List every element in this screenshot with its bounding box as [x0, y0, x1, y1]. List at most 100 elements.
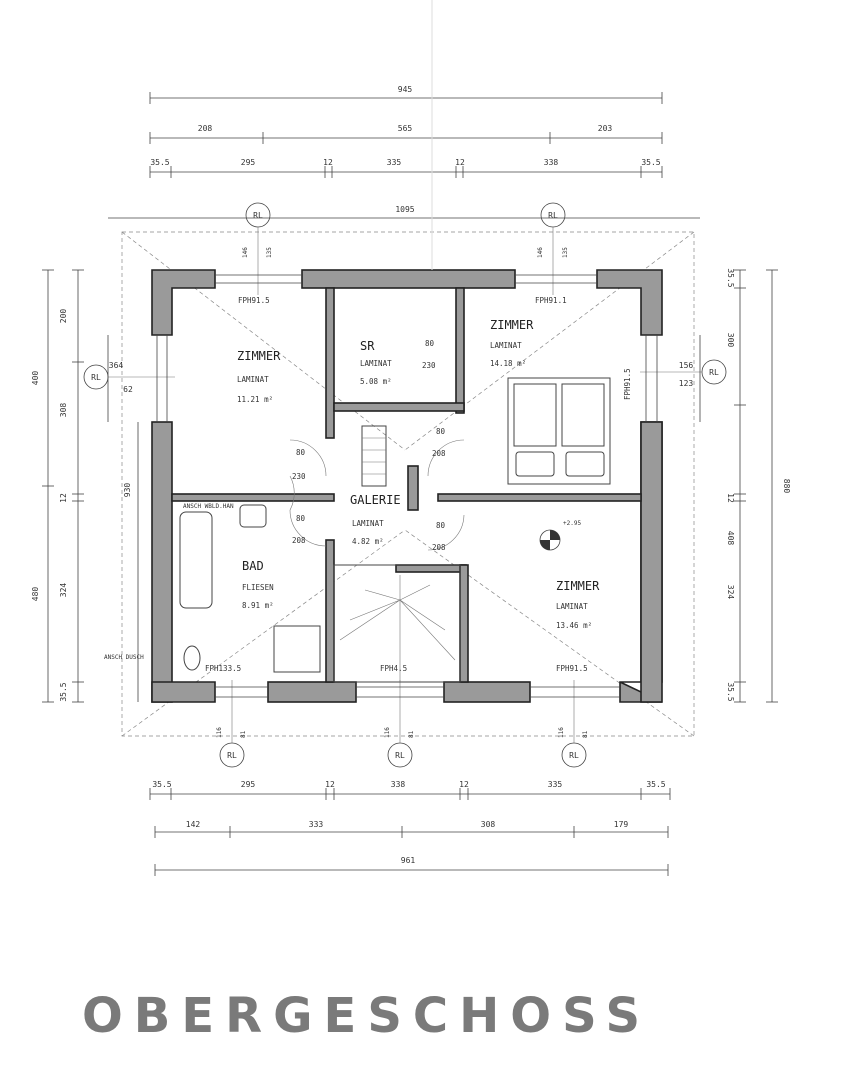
window-mark-9: 81 [582, 730, 589, 738]
fph-right: FPH91.5 [623, 368, 632, 400]
axis-label-1: RL [548, 211, 558, 220]
dim-right-inner-3: 408 [726, 531, 735, 546]
dim-bottom-detail-5: 335 [548, 780, 563, 789]
dim-right-outer: 880 [782, 479, 791, 494]
dim-top-detail-5: 338 [544, 158, 559, 167]
dim-right-inner-2: 12 [726, 493, 735, 503]
window-mark-0: 146 [242, 247, 249, 258]
right-dimension-chains: 880 35.5 300 12 408 324 35.5 156 123 [679, 268, 791, 703]
dim-roof-overall: 1095 [395, 205, 414, 214]
dim-bottom-detail-1: 295 [241, 780, 256, 789]
dim-top-detail-3: 335 [387, 158, 402, 167]
dim-top-detail-4: 12 [455, 158, 465, 167]
window-mark-5: 81 [240, 730, 247, 738]
dim-bottom-mid-3: 179 [614, 820, 629, 829]
dim-bottom-overall: 961 [401, 856, 416, 865]
room-galerie: GALERIE LAMINAT 4.82 m² [350, 493, 401, 546]
window-mark-3: 135 [562, 247, 569, 258]
axis-label-4: RL [227, 751, 237, 760]
dim-bottom-detail-0: 35.5 [152, 780, 171, 789]
fph-stair: FPH4.5 [380, 664, 407, 673]
room-zimmer1-name: ZIMMER [237, 349, 281, 363]
room-zimmer2-name: ZIMMER [490, 318, 534, 332]
bathroom-fixtures [179, 504, 321, 673]
door-dim-2: 80 [436, 427, 446, 436]
window-mark-7: 81 [408, 730, 415, 738]
room-zimmer1-area: 11.21 m² [237, 395, 273, 404]
room-zimmer1: ZIMMER LAMINAT 11.21 m² [237, 349, 281, 404]
dim-right-inner-5: 35.5 [726, 682, 735, 701]
room-zimmer3-name: ZIMMER [556, 579, 600, 593]
room-zimmer3-area: 13.46 m² [556, 621, 592, 630]
dim-top-detail-1: 295 [241, 158, 256, 167]
dim-right-inner-4: 324 [726, 585, 735, 600]
dim-bottom-detail-3: 338 [391, 780, 406, 789]
fph-top-left: FPH91.5 [238, 296, 270, 305]
window-mark-4: 116 [216, 727, 223, 738]
room-bad-area: 8.91 m² [242, 601, 274, 610]
dim-right-inner-1: 300 [726, 333, 735, 348]
axis-label-6: RL [569, 751, 579, 760]
room-sr: SR LAMINAT 5.08 m² 80 230 [360, 339, 436, 386]
floor-title: OBERGESCHOSS [82, 988, 652, 1044]
bed [507, 377, 611, 485]
door-dim-0: 80 [296, 448, 306, 457]
room-sr-area: 5.08 m² [360, 377, 392, 386]
room-sr-dim-a: 80 [425, 339, 435, 348]
dim-right-window-0: 156 [679, 361, 694, 370]
dim-bottom-mid-0: 142 [186, 820, 201, 829]
axis-label-0: RL [253, 211, 263, 220]
walls [151, 269, 663, 703]
dim-top-mid-1: 565 [398, 124, 413, 133]
room-bad: BAD FLIESEN 8.91 m² ANSCH WBLD.HAN ANSCH… [104, 503, 274, 661]
windows [156, 274, 658, 698]
fph-bad: FPH133.5 [205, 664, 241, 673]
door-dim-4: 80 [296, 514, 306, 523]
window-mark-6: 116 [384, 727, 391, 738]
dim-left-wall: 930 [123, 483, 132, 498]
axis-label-5: RL [395, 751, 405, 760]
door-dim-7: 208 [432, 543, 446, 552]
dim-top-mid-0: 208 [198, 124, 213, 133]
stairs [333, 425, 461, 683]
dim-left-inner-2: 12 [59, 493, 68, 503]
dim-left-window-0: 364 [109, 361, 124, 370]
room-galerie-floor: LAMINAT [352, 519, 384, 528]
room-bad-name: BAD [242, 559, 264, 573]
room-zimmer2-area: 14.18 m² [490, 359, 526, 368]
axis-label-2: RL [91, 373, 101, 382]
dim-left-inner-1: 308 [59, 403, 68, 418]
dim-right-window-1: 123 [679, 379, 694, 388]
bottom-dimension-chains: 35.5 295 12 338 12 335 35.5 142 333 308 … [149, 780, 671, 876]
roof-outline [121, 231, 695, 737]
dim-top-overall: 945 [398, 85, 413, 94]
fph-top-right: FPH91.1 [535, 296, 567, 305]
dim-bottom-detail-4: 12 [459, 780, 469, 789]
dim-top-detail-0: 35.5 [150, 158, 169, 167]
room-zimmer1-floor: LAMINAT [237, 375, 269, 384]
dim-left-outer-1: 480 [31, 587, 40, 602]
room-bad-floor: FLIESEN [242, 583, 274, 592]
note-bad-side: ANSCH DUSCH [104, 654, 144, 661]
axis-label-3: RL [709, 368, 719, 377]
window-mark-1: 135 [266, 247, 273, 258]
door-dim-3: 208 [432, 449, 446, 458]
fph-bottom-right: FPH91.5 [556, 664, 588, 673]
room-sr-name: SR [360, 339, 375, 353]
room-zimmer3-floor: LAMINAT [556, 602, 588, 611]
level-symbol: +2.95 [539, 520, 581, 551]
window-mark-2: 146 [537, 247, 544, 258]
top-dimension-chains: 945 208 565 203 35.5 295 12 335 12 338 3… [108, 85, 700, 219]
dim-top-detail-2: 12 [323, 158, 333, 167]
door-dim-5: 208 [292, 536, 306, 545]
dim-bottom-mid-2: 308 [481, 820, 496, 829]
room-galerie-name: GALERIE [350, 493, 401, 507]
room-zimmer2: ZIMMER LAMINAT 14.18 m² [490, 318, 534, 368]
room-zimmer2-floor: LAMINAT [490, 341, 522, 350]
dim-left-inner-0: 200 [59, 309, 68, 324]
room-sr-dim-b: 230 [422, 361, 436, 370]
dim-left-inner-4: 35.5 [59, 682, 68, 701]
opening-labels: FPH91.5 FPH91.1 FPH91.5 FPH133.5 FPH4.5 … [205, 247, 632, 738]
room-zimmer3: ZIMMER LAMINAT 13.46 m² [556, 579, 600, 630]
